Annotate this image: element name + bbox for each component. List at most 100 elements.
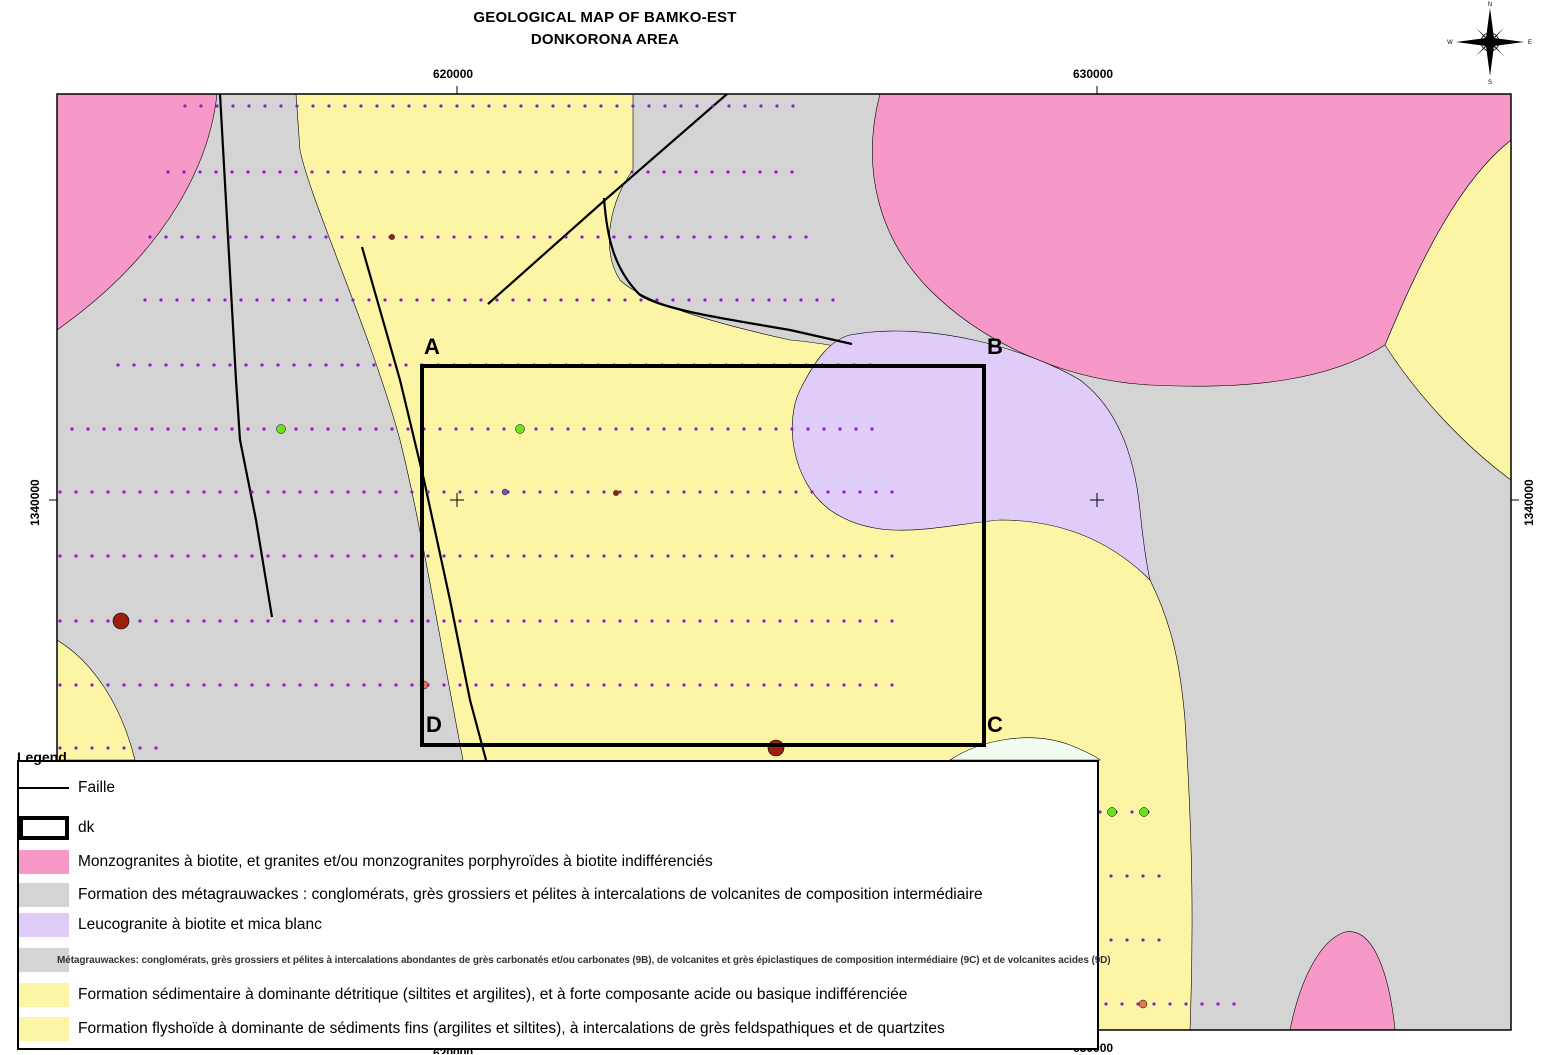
sample-point — [678, 170, 682, 174]
fault-line-1 — [218, 94, 274, 618]
sample-marker-green[interactable] — [1139, 807, 1149, 817]
fault-line-4 — [602, 197, 853, 346]
sample-point — [1109, 938, 1113, 942]
sample-marker-dark[interactable] — [389, 234, 395, 240]
sample-point — [394, 619, 398, 623]
sample-point — [394, 683, 398, 687]
sample-point — [646, 427, 650, 431]
sample-point — [202, 490, 206, 494]
sample-point — [495, 298, 499, 302]
sample-marker-orange[interactable] — [1138, 999, 1148, 1009]
sample-point — [196, 363, 200, 367]
sample-point — [810, 554, 814, 558]
sample-point — [375, 104, 379, 108]
sample-point — [650, 683, 654, 687]
sample-point — [420, 235, 424, 239]
sample-point — [714, 554, 718, 558]
sample-point — [586, 554, 590, 558]
legend-label: Métagrauwackes: conglomérats, grès gross… — [57, 954, 1111, 966]
sample-point — [326, 170, 330, 174]
legend-item-monzogranite: Monzogranites à biotite, et granites et/… — [19, 850, 713, 874]
sample-point — [330, 490, 334, 494]
sample-point — [1157, 938, 1161, 942]
sample-point — [714, 490, 718, 494]
sample-point — [511, 298, 515, 302]
sample-point — [1109, 874, 1113, 878]
dk-study-box[interactable] — [420, 364, 986, 747]
sample-point — [502, 427, 506, 431]
sample-point — [154, 554, 158, 558]
sample-point — [166, 427, 170, 431]
sample-point — [500, 235, 504, 239]
sample-point — [442, 554, 446, 558]
sample-point — [372, 363, 376, 367]
sample-point — [890, 554, 894, 558]
legend-label: Leucogranite à biotite et mica blanc — [78, 916, 322, 933]
sample-point — [778, 490, 782, 494]
sample-point — [410, 490, 414, 494]
corner-label-c: C — [987, 712, 1003, 737]
sample-point — [122, 490, 126, 494]
sample-point — [298, 619, 302, 623]
sample-point — [682, 683, 686, 687]
sample-point — [287, 298, 291, 302]
sample-marker-green[interactable] — [276, 424, 286, 434]
sample-point — [506, 554, 510, 558]
sample-point — [346, 619, 350, 623]
sample-point — [630, 427, 634, 431]
sample-point — [228, 363, 232, 367]
sample-point — [634, 554, 638, 558]
sample-point — [602, 683, 606, 687]
sample-point — [762, 554, 766, 558]
sample-point — [890, 619, 894, 623]
sample-point — [330, 683, 334, 687]
sample-point — [180, 363, 184, 367]
sample-point — [826, 554, 830, 558]
sample-point — [890, 490, 894, 494]
sample-point — [442, 619, 446, 623]
sample-point — [580, 235, 584, 239]
sample-marker-large[interactable] — [112, 612, 130, 630]
sample-point — [279, 104, 283, 108]
sample-point — [422, 170, 426, 174]
sample-point — [362, 554, 366, 558]
sample-point — [324, 363, 328, 367]
sample-point — [247, 104, 251, 108]
sample-marker-green[interactable] — [515, 424, 525, 434]
sample-point — [118, 427, 122, 431]
sample-point — [58, 746, 62, 750]
sample-marker-green[interactable] — [1107, 807, 1117, 817]
sample-point — [612, 235, 616, 239]
sample-point — [362, 490, 366, 494]
monzogranite-top-right — [872, 94, 1511, 387]
sample-point — [743, 104, 747, 108]
sample-point — [714, 619, 718, 623]
sample-point — [410, 683, 414, 687]
sample-point — [618, 554, 622, 558]
sample-point — [591, 298, 595, 302]
sample-point — [330, 554, 334, 558]
sample-point — [602, 619, 606, 623]
sample-marker-dark[interactable] — [613, 490, 619, 496]
sample-point — [404, 363, 408, 367]
sample-point — [70, 427, 74, 431]
sample-point — [122, 746, 126, 750]
sample-point — [567, 104, 571, 108]
sample-point — [303, 298, 307, 302]
sample-marker-violet[interactable] — [501, 488, 509, 496]
sample-point — [410, 554, 414, 558]
sample-point — [762, 619, 766, 623]
sample-point — [698, 554, 702, 558]
sample-point — [276, 235, 280, 239]
sample-point — [148, 363, 152, 367]
sample-point — [212, 235, 216, 239]
sample-point — [271, 298, 275, 302]
sample-point — [215, 104, 219, 108]
sample-point — [74, 746, 78, 750]
legend-item-fault: Faille — [19, 776, 115, 800]
sample-point — [774, 427, 778, 431]
sample-point — [138, 683, 142, 687]
sample-point — [154, 490, 158, 494]
sample-marker-large[interactable] — [767, 739, 785, 757]
sample-point — [186, 683, 190, 687]
